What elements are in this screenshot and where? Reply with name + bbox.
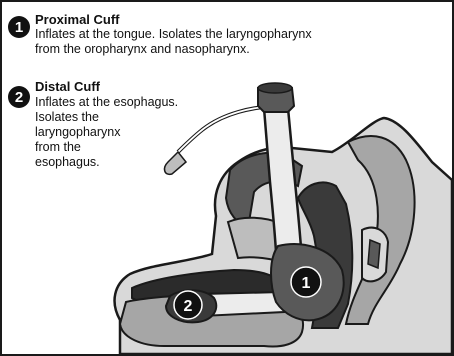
- legend2-description: Inflates at the esophagus. Isolates the …: [35, 95, 178, 170]
- legend1-number-badge: 1: [8, 16, 30, 38]
- legend1-line: from the oropharynx and nasopharynx.: [35, 42, 312, 57]
- legend1-number: 1: [15, 19, 23, 36]
- legend2-line: laryngopharynx: [35, 125, 178, 140]
- legend2-line: Isolates the: [35, 110, 178, 125]
- legend2-number-badge: 2: [8, 86, 30, 108]
- legend2-line: Inflates at the esophagus.: [35, 95, 178, 110]
- legend1-line: Inflates at the tongue. Isolates the lar…: [35, 27, 312, 42]
- legend2-number: 2: [15, 89, 23, 106]
- cuff2-label: 2: [184, 298, 193, 315]
- vocal-structure: [368, 240, 380, 268]
- legend2-line: esophagus.: [35, 155, 178, 170]
- legend1-title: Proximal Cuff: [35, 12, 120, 27]
- legend1-description: Inflates at the tongue. Isolates the lar…: [35, 27, 312, 57]
- legend2-title: Distal Cuff: [35, 79, 100, 94]
- legend2-line: from the: [35, 140, 178, 155]
- cuff1-label: 1: [302, 275, 311, 292]
